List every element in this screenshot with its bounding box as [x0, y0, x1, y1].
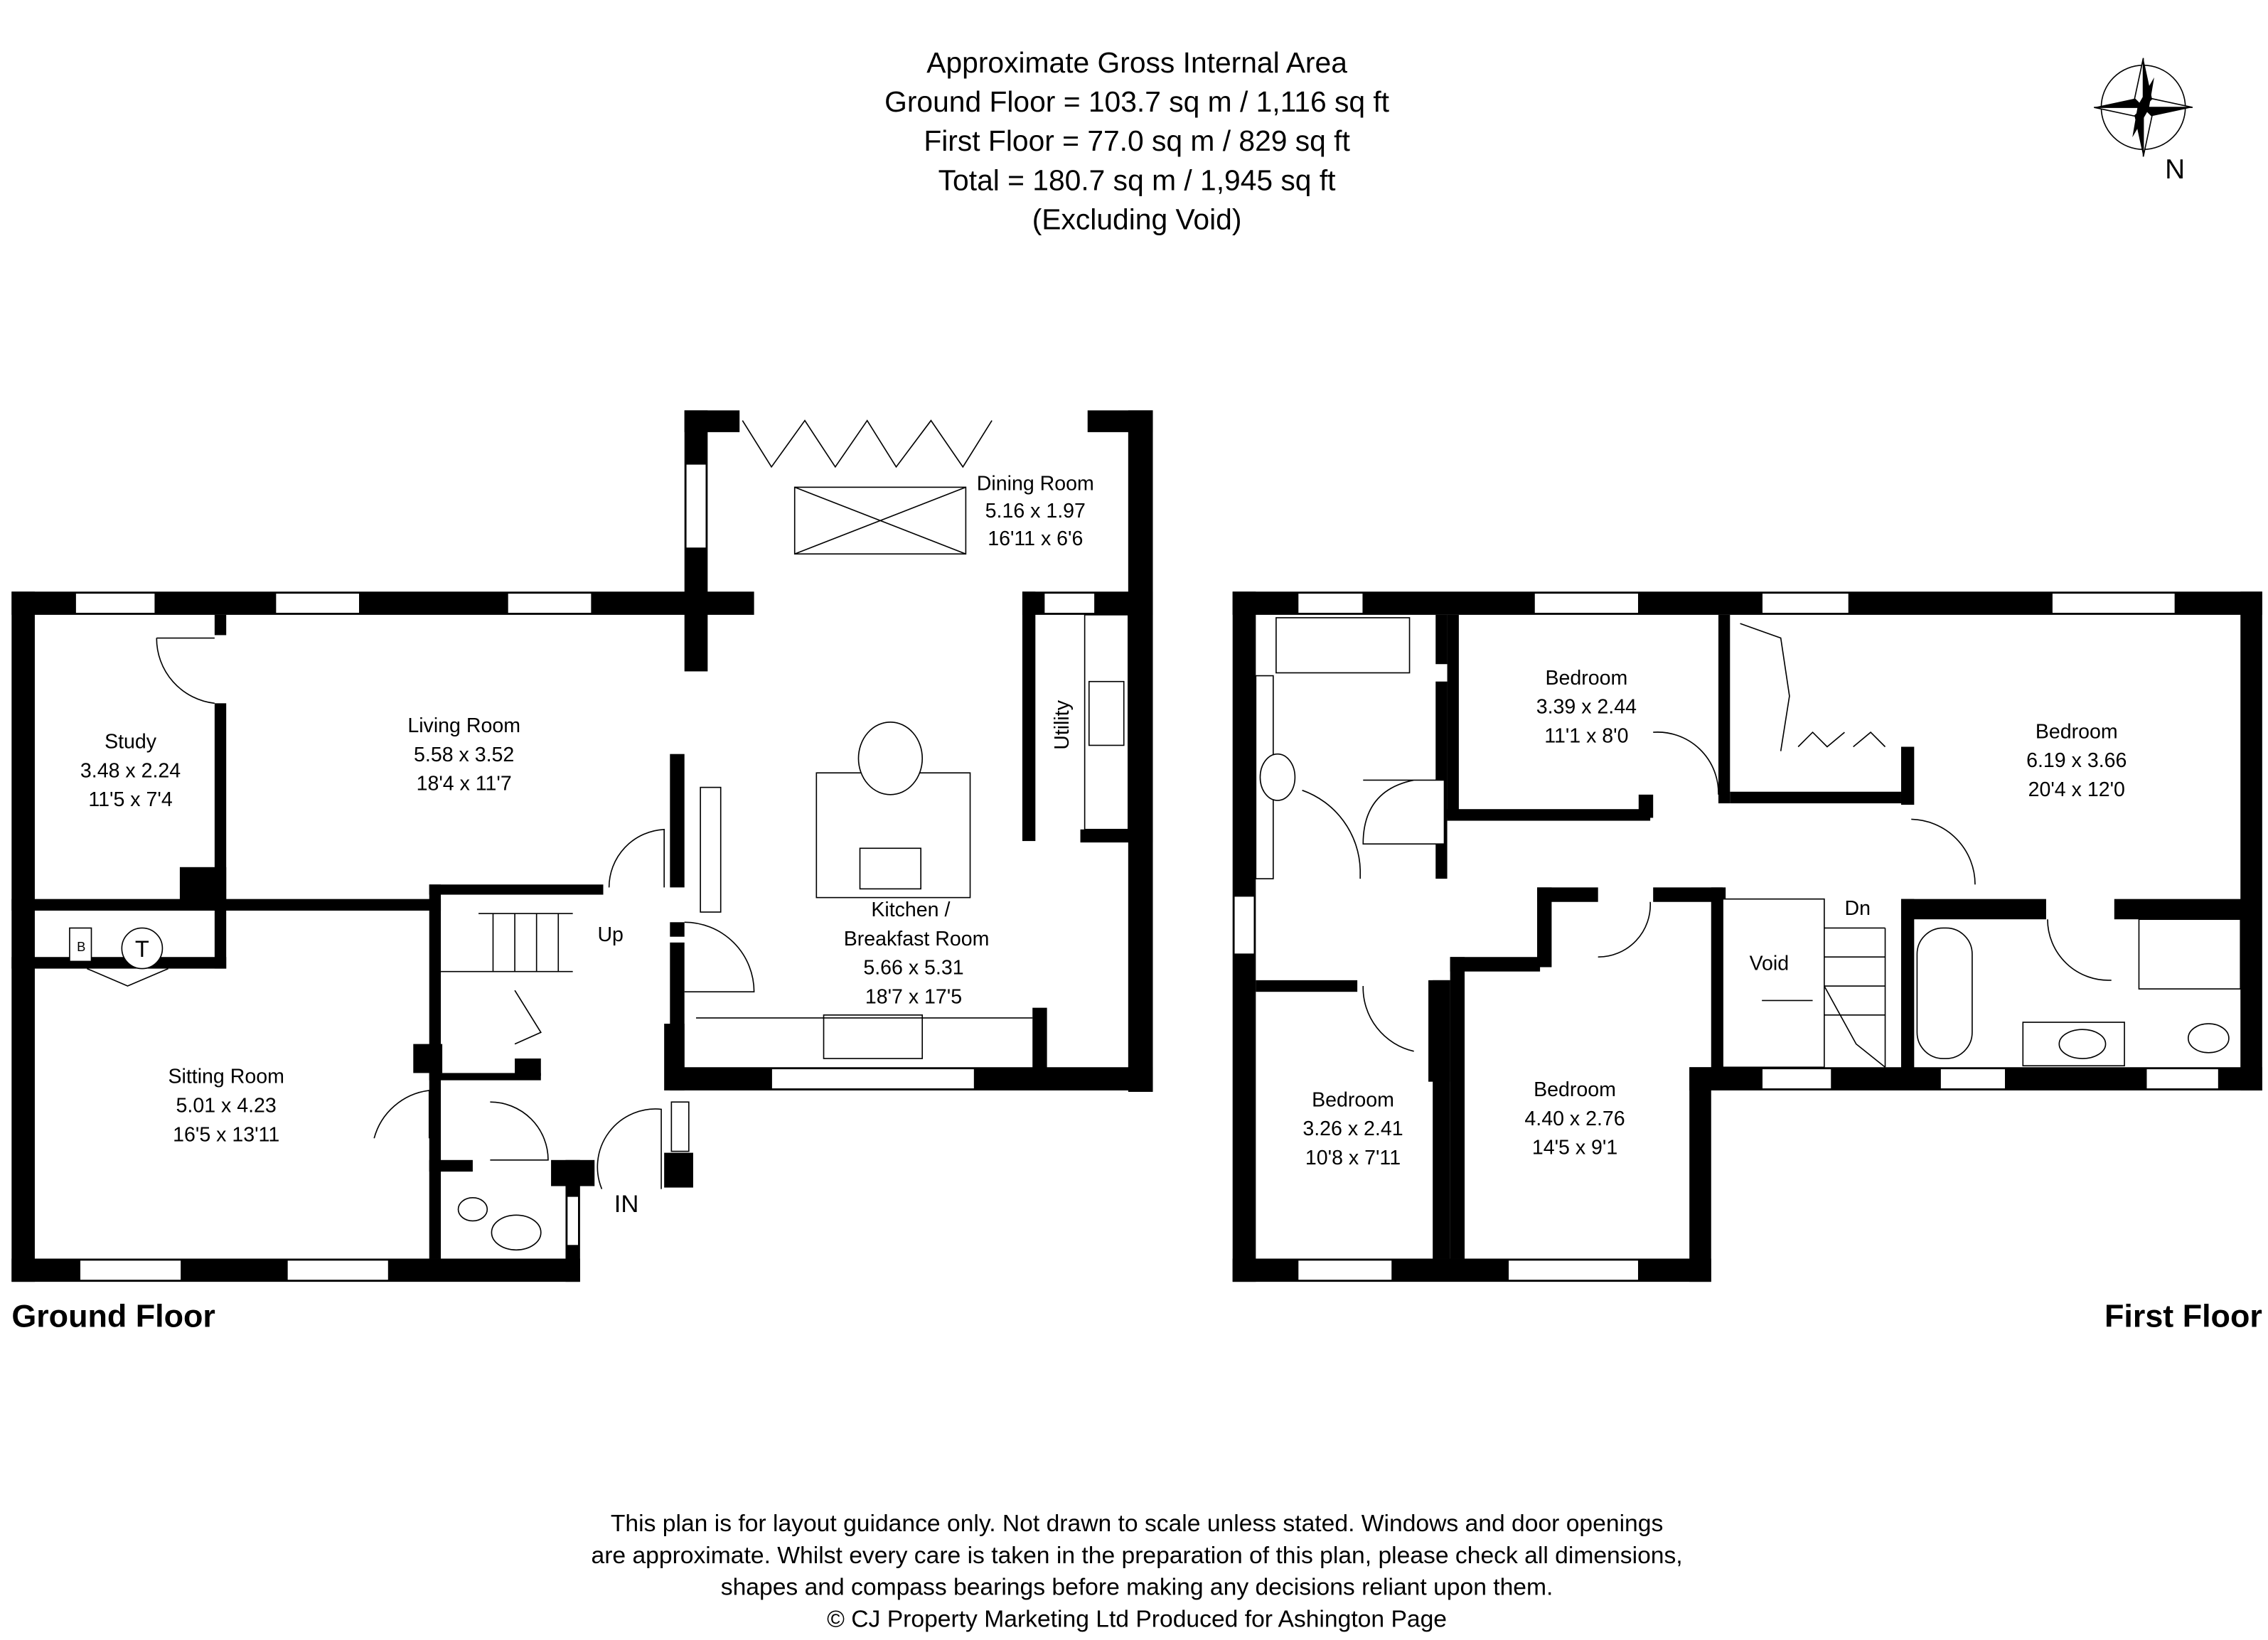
disclaimer-line: are approximate. Whilst every care is ta… [591, 1543, 1682, 1569]
stairs-down-label: Dn [1845, 897, 1871, 920]
area-note: (Excluding Void) [1032, 203, 1242, 235]
ground-floor-labels: Study 3.48 x 2.24 11'5 x 7'4 Living Room… [11, 472, 1093, 1334]
first-floor-area: First Floor = 77.0 sq m / 829 sq ft [924, 124, 1350, 157]
total-area: Total = 180.7 sq m / 1,945 sq ft [938, 164, 1336, 196]
svg-text:20'4 x 12'0: 20'4 x 12'0 [2028, 778, 2125, 801]
svg-text:Bedroom: Bedroom [1312, 1088, 1394, 1111]
svg-text:5.66 x 5.31: 5.66 x 5.31 [863, 957, 963, 980]
room-dining-room: Dining Room 5.16 x 1.97 16'11 x 6'6 [977, 472, 1094, 550]
area-summary: Approximate Gross Internal Area Ground F… [884, 46, 1390, 235]
boiler-label: B [77, 939, 85, 954]
room-living-room: Living Room 5.58 x 3.52 18'4 x 11'7 [407, 714, 520, 795]
compass-icon: N [2094, 58, 2193, 185]
svg-text:10'8 x 7'11: 10'8 x 7'11 [1305, 1147, 1401, 1169]
svg-text:Bedroom: Bedroom [1545, 667, 1627, 690]
compass-north-label: N [2165, 154, 2185, 185]
entrance-label: IN [614, 1191, 639, 1218]
ground-floor-title: Ground Floor [11, 1297, 215, 1334]
ground-floor-windows [75, 463, 1096, 1281]
room-bedroom-4: Bedroom 4.40 x 2.76 14'5 x 9'1 [1524, 1078, 1625, 1159]
stairs-up-label: Up [597, 923, 624, 946]
area-title: Approximate Gross Internal Area [926, 46, 1347, 79]
svg-text:18'4 x 11'7: 18'4 x 11'7 [417, 773, 512, 795]
first-floor-title: First Floor [2104, 1297, 2262, 1334]
svg-text:4.40 x 2.76: 4.40 x 2.76 [1524, 1108, 1625, 1130]
svg-text:16'5 x 13'11: 16'5 x 13'11 [173, 1123, 279, 1146]
disclaimer: This plan is for layout guidance only. N… [591, 1511, 1682, 1633]
svg-text:Dining Room: Dining Room [977, 472, 1094, 495]
svg-text:14'5 x 9'1: 14'5 x 9'1 [1532, 1137, 1617, 1159]
first-floor-windows [1233, 592, 2220, 1281]
void-label: Void [1750, 953, 1790, 975]
room-study: Study 3.48 x 2.24 11'5 x 7'4 [80, 731, 181, 812]
disclaimer-line: shapes and compass bearings before makin… [721, 1575, 1553, 1601]
svg-text:6.19 x 3.66: 6.19 x 3.66 [2026, 749, 2127, 772]
ground-floor-area: Ground Floor = 103.7 sq m / 1,116 sq ft [884, 85, 1390, 118]
svg-text:Bedroom: Bedroom [2036, 720, 2118, 743]
room-bedroom-3: Bedroom 3.26 x 2.41 10'8 x 7'11 [1303, 1088, 1403, 1169]
room-bedroom-2: Bedroom 6.19 x 3.66 20'4 x 12'0 [2026, 720, 2127, 801]
svg-text:5.58 x 3.52: 5.58 x 3.52 [414, 744, 514, 766]
first-floor-fixtures [1255, 617, 2242, 1068]
svg-text:18'7 x 17'5: 18'7 x 17'5 [865, 986, 962, 1009]
svg-text:11'5 x 7'4: 11'5 x 7'4 [88, 788, 172, 811]
svg-text:3.39 x 2.44: 3.39 x 2.44 [1536, 696, 1637, 719]
svg-text:Breakfast Room: Breakfast Room [844, 928, 990, 950]
utility-label: Utility [1051, 700, 1074, 750]
copyright-line: © CJ Property Marketing Ltd Produced for… [827, 1607, 1447, 1633]
disclaimer-line: This plan is for layout guidance only. N… [611, 1511, 1663, 1537]
svg-text:Study: Study [105, 731, 157, 754]
svg-text:3.48 x 2.24: 3.48 x 2.24 [80, 759, 181, 782]
room-sitting-room: Sitting Room 5.01 x 4.23 16'5 x 13'11 [168, 1066, 284, 1147]
svg-text:Bedroom: Bedroom [1534, 1078, 1616, 1101]
room-bedroom-1: Bedroom 3.39 x 2.44 11'1 x 8'0 [1536, 667, 1637, 748]
svg-text:Living Room: Living Room [407, 714, 520, 737]
svg-text:3.26 x 2.41: 3.26 x 2.41 [1303, 1118, 1403, 1140]
svg-text:Sitting Room: Sitting Room [168, 1066, 284, 1088]
ground-floor-walls [11, 410, 1153, 1282]
svg-text:5.01 x 4.23: 5.01 x 4.23 [176, 1094, 277, 1117]
svg-text:11'1 x 8'0: 11'1 x 8'0 [1544, 724, 1628, 747]
room-kitchen-breakfast: Kitchen / Breakfast Room 5.66 x 5.31 18'… [844, 899, 990, 1008]
ground-floor-fixtures [69, 419, 1129, 1251]
first-floor-labels: Bedroom 3.39 x 2.44 11'1 x 8'0 Bedroom 6… [1303, 667, 2262, 1334]
tank-label: T [135, 936, 149, 962]
svg-text:5.16 x 1.97: 5.16 x 1.97 [985, 500, 1086, 522]
first-floor-plan: Bedroom 3.39 x 2.44 11'1 x 8'0 Bedroom 6… [1232, 591, 2262, 1334]
ground-floor-plan: Study 3.48 x 2.24 11'5 x 7'4 Living Room… [11, 410, 1153, 1334]
svg-text:16'11 x 6'6: 16'11 x 6'6 [988, 527, 1083, 550]
svg-text:Kitchen /: Kitchen / [871, 899, 950, 921]
